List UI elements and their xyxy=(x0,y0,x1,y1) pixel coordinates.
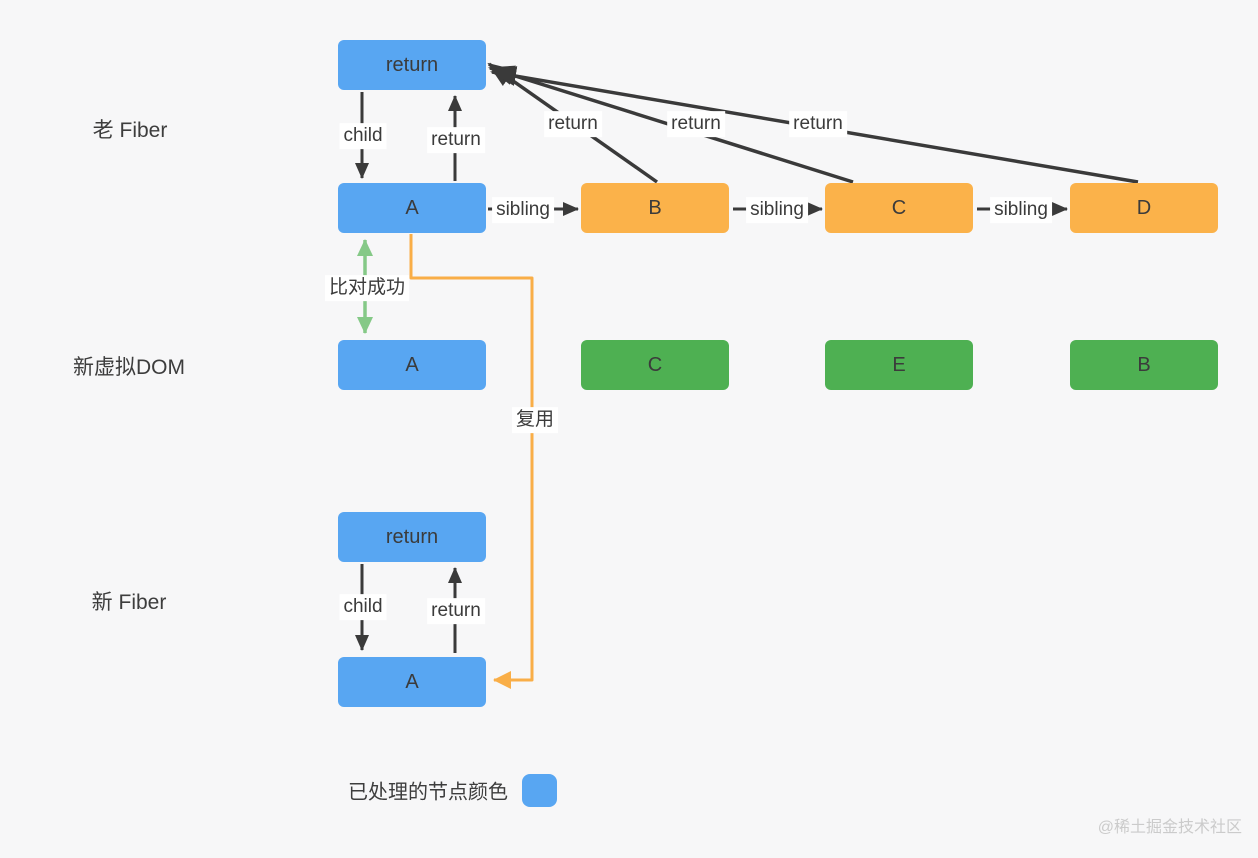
old-node-d: D xyxy=(1070,183,1218,233)
edge-label-sibling-cd: sibling xyxy=(990,197,1052,223)
vdom-node-a: A xyxy=(338,340,486,390)
old-fiber-label: 老 Fiber xyxy=(92,119,168,142)
vdom-node-b: B xyxy=(1070,340,1218,390)
edge-label-return-d: return xyxy=(789,111,847,137)
vdom-node-e: E xyxy=(825,340,973,390)
edge-label-sibling-bc: sibling xyxy=(746,197,808,223)
old-node-c: C xyxy=(825,183,973,233)
edge-label-return-new: return xyxy=(427,598,485,624)
new-fiber-label: 新 Fiber xyxy=(91,591,167,614)
legend-swatch xyxy=(522,774,557,807)
new-vdom-label: 新虚拟DOM xyxy=(73,356,185,379)
edge-label-return-old: return xyxy=(427,127,485,153)
new-return-node: return xyxy=(338,512,486,562)
edge-label-return-b: return xyxy=(544,111,602,137)
edge-label-child-new: child xyxy=(339,594,387,620)
reuse-label: 复用 xyxy=(511,407,559,433)
vdom-node-c: C xyxy=(581,340,729,390)
compare-success-label: 比对成功 xyxy=(324,275,410,301)
edge-label-return-c: return xyxy=(667,111,725,137)
old-node-a: A xyxy=(338,183,486,233)
old-return-node: return xyxy=(338,40,486,90)
edge-label-sibling-ab: sibling xyxy=(492,197,554,223)
new-node-a: A xyxy=(338,657,486,707)
legend-label: 已处理的节点颜色 xyxy=(348,781,508,804)
watermark: @稀土掘金技术社区 xyxy=(1097,819,1242,836)
old-node-b: B xyxy=(581,183,729,233)
edge-label-child-old: child xyxy=(339,123,387,149)
